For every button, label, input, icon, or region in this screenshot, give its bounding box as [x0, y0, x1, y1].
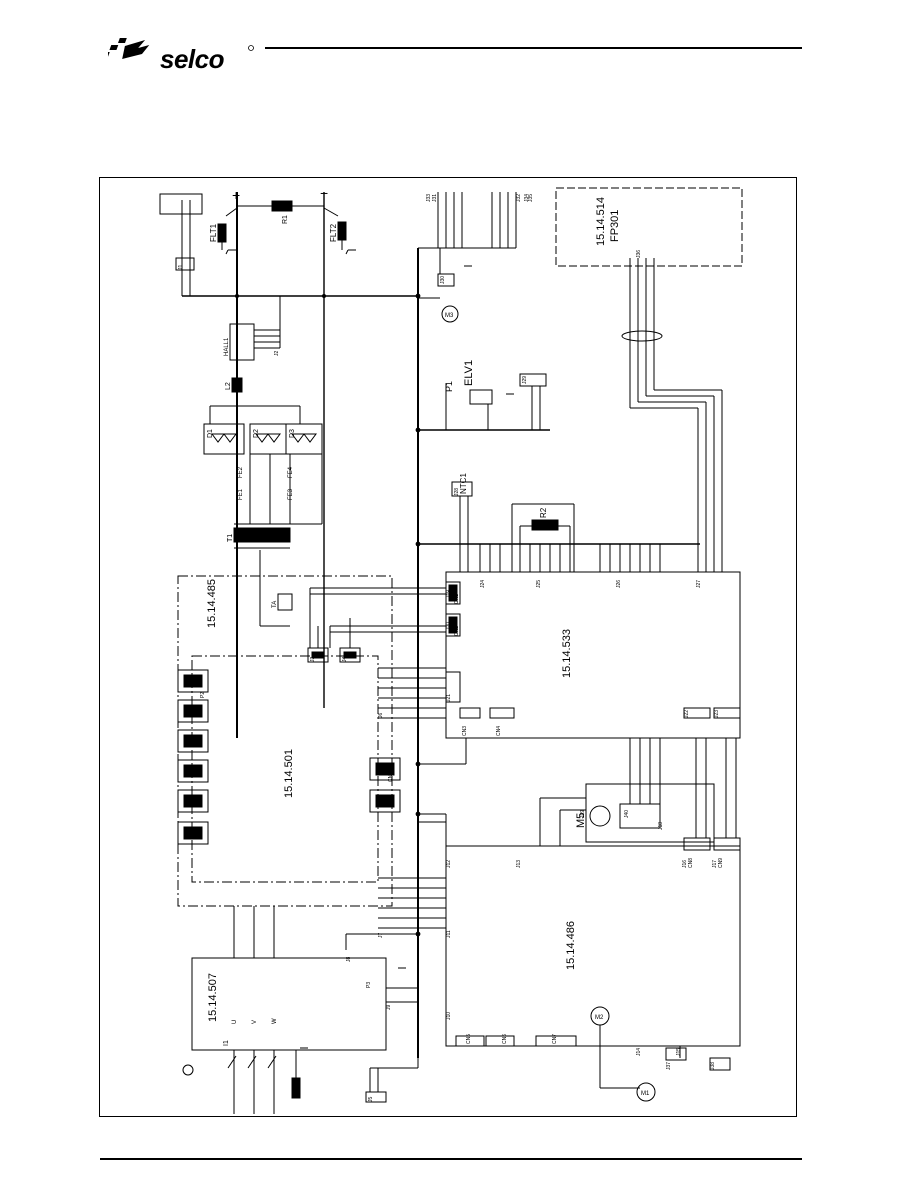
m2-label: M2 — [595, 1015, 604, 1021]
elv1-label: ELV1 — [463, 360, 475, 386]
board-15-14-533-label: 15.14.533 — [561, 629, 573, 678]
d3-label: D3 — [289, 429, 296, 438]
j23-label: J23 — [714, 710, 720, 718]
m3-label: M3 — [445, 313, 454, 319]
j35-label: J35 — [528, 194, 534, 202]
p2-label: P2 — [200, 692, 206, 698]
j5-label: J5 — [368, 1097, 374, 1103]
j26-label: J26 — [616, 580, 622, 588]
j30-label: J30 — [440, 276, 446, 284]
fe1-label: FE1 — [238, 488, 244, 500]
fe3-label: FE3 — [288, 488, 294, 500]
j38-label: J38 — [710, 1062, 716, 1070]
j3-label: J3 — [310, 657, 316, 663]
flt1-label: FLT1 — [209, 223, 218, 242]
j19-label: J19 — [446, 590, 452, 598]
j10-label: J10 — [446, 1012, 452, 1020]
j33-label: J33 — [426, 194, 432, 202]
board-15-14-507-label: 15.14.507 — [207, 973, 219, 1022]
j9-label: J9 — [386, 1005, 392, 1011]
cn5-label: CN5 — [466, 1034, 472, 1044]
j2-label: J2 — [274, 351, 280, 357]
i1-label: I1 — [223, 1040, 230, 1046]
footer-rule — [100, 1158, 802, 1160]
j21-label: J21 — [446, 694, 452, 702]
j4-label: J4 — [342, 657, 348, 663]
u-phase-label: U — [232, 1020, 238, 1024]
cn9-label: CN9 — [718, 858, 724, 868]
j1-label: J1 — [178, 265, 184, 271]
board-15-14-501-label: 15.14.501 — [283, 749, 295, 798]
ntc1-label: NTC1 — [459, 473, 468, 494]
cn1-label: CN1 — [454, 594, 460, 604]
board-15-14-514-label: 15.14.514 — [595, 197, 607, 246]
r2-label: R2 — [539, 507, 548, 518]
wiring-diagram: 15.14.485 15.14.501 15.14.533 15.14.486 … — [159, 185, 743, 1114]
j8-label: J8 — [346, 957, 352, 963]
j39-label: J39 — [580, 810, 586, 818]
flt2-label: FLT2 — [329, 223, 338, 242]
m1-label: M1 — [641, 1091, 650, 1097]
board-15-14-486-label: 15.14.486 — [565, 921, 577, 970]
brand-name: selco — [160, 44, 225, 74]
r1-label: R1 — [282, 215, 289, 224]
j29-label: J29 — [522, 376, 528, 384]
t1-label: T1 — [227, 534, 234, 542]
j22-label: J22 — [684, 710, 690, 718]
cn10-label: CN10 — [388, 769, 394, 782]
j31-label: J31 — [432, 194, 438, 202]
cn7-label: CN7 — [552, 1034, 558, 1044]
p1-label: P1 — [444, 381, 454, 392]
j25-label: J25 — [536, 580, 542, 588]
j14-label: J14 — [636, 1048, 642, 1056]
fp301-label: FP301 — [609, 210, 621, 242]
m5-label: M5 — [575, 813, 587, 828]
fe2-label: FE2 — [238, 466, 244, 478]
j7-label: J7 — [378, 933, 384, 939]
selco-logo: selco — [108, 32, 258, 76]
cn8-label: CN8 — [688, 858, 694, 868]
cn6-label: CN6 — [502, 1034, 508, 1044]
j36-label: J36 — [636, 250, 642, 258]
plus-terminal-label: + — [232, 187, 240, 203]
l2-label: L2 — [225, 382, 232, 390]
j16-label: J16 — [682, 860, 688, 868]
j17-label: J17 — [712, 860, 718, 868]
j37-label: J37 — [666, 1062, 672, 1070]
schematic-frame: 15.14.485 15.14.501 15.14.533 15.14.486 … — [99, 177, 797, 1117]
j32-label: J32 — [516, 194, 522, 202]
j18-label: J18 — [658, 822, 664, 830]
v-phase-label: V — [252, 1020, 258, 1024]
p3-label: P3 — [366, 982, 372, 988]
cn2-label: CN2 — [454, 626, 460, 636]
header-rule — [265, 47, 802, 49]
j34-label: J34 — [524, 194, 530, 202]
j6-label: J6 — [378, 713, 384, 719]
j11-label: J11 — [446, 930, 452, 938]
j12-label: J12 — [446, 860, 452, 868]
d2-label: D2 — [253, 429, 260, 438]
cn3-label: CN3 — [462, 726, 468, 736]
j40-label: J40 — [624, 810, 630, 818]
fe4-label: FE4 — [288, 466, 294, 478]
hall-label: HALL1 — [224, 337, 230, 356]
selco-logo-mark: selco — [108, 38, 254, 74]
w-phase-label: W — [272, 1018, 278, 1024]
j28-label: J28 — [454, 488, 460, 496]
board-15-14-485-label: 15.14.485 — [206, 579, 218, 628]
cn4-label: CN4 — [496, 726, 502, 736]
j13-label: J13 — [516, 860, 522, 868]
j24-label: J24 — [480, 580, 486, 588]
j15-label: J15 — [676, 1048, 682, 1056]
j20-label: J20 — [446, 622, 452, 630]
ta-label: TA — [272, 601, 278, 608]
d1-label: D1 — [207, 429, 214, 438]
j27-label: J27 — [696, 580, 702, 588]
minus-terminal-label: − — [320, 185, 328, 201]
page-header: selco — [0, 0, 918, 90]
